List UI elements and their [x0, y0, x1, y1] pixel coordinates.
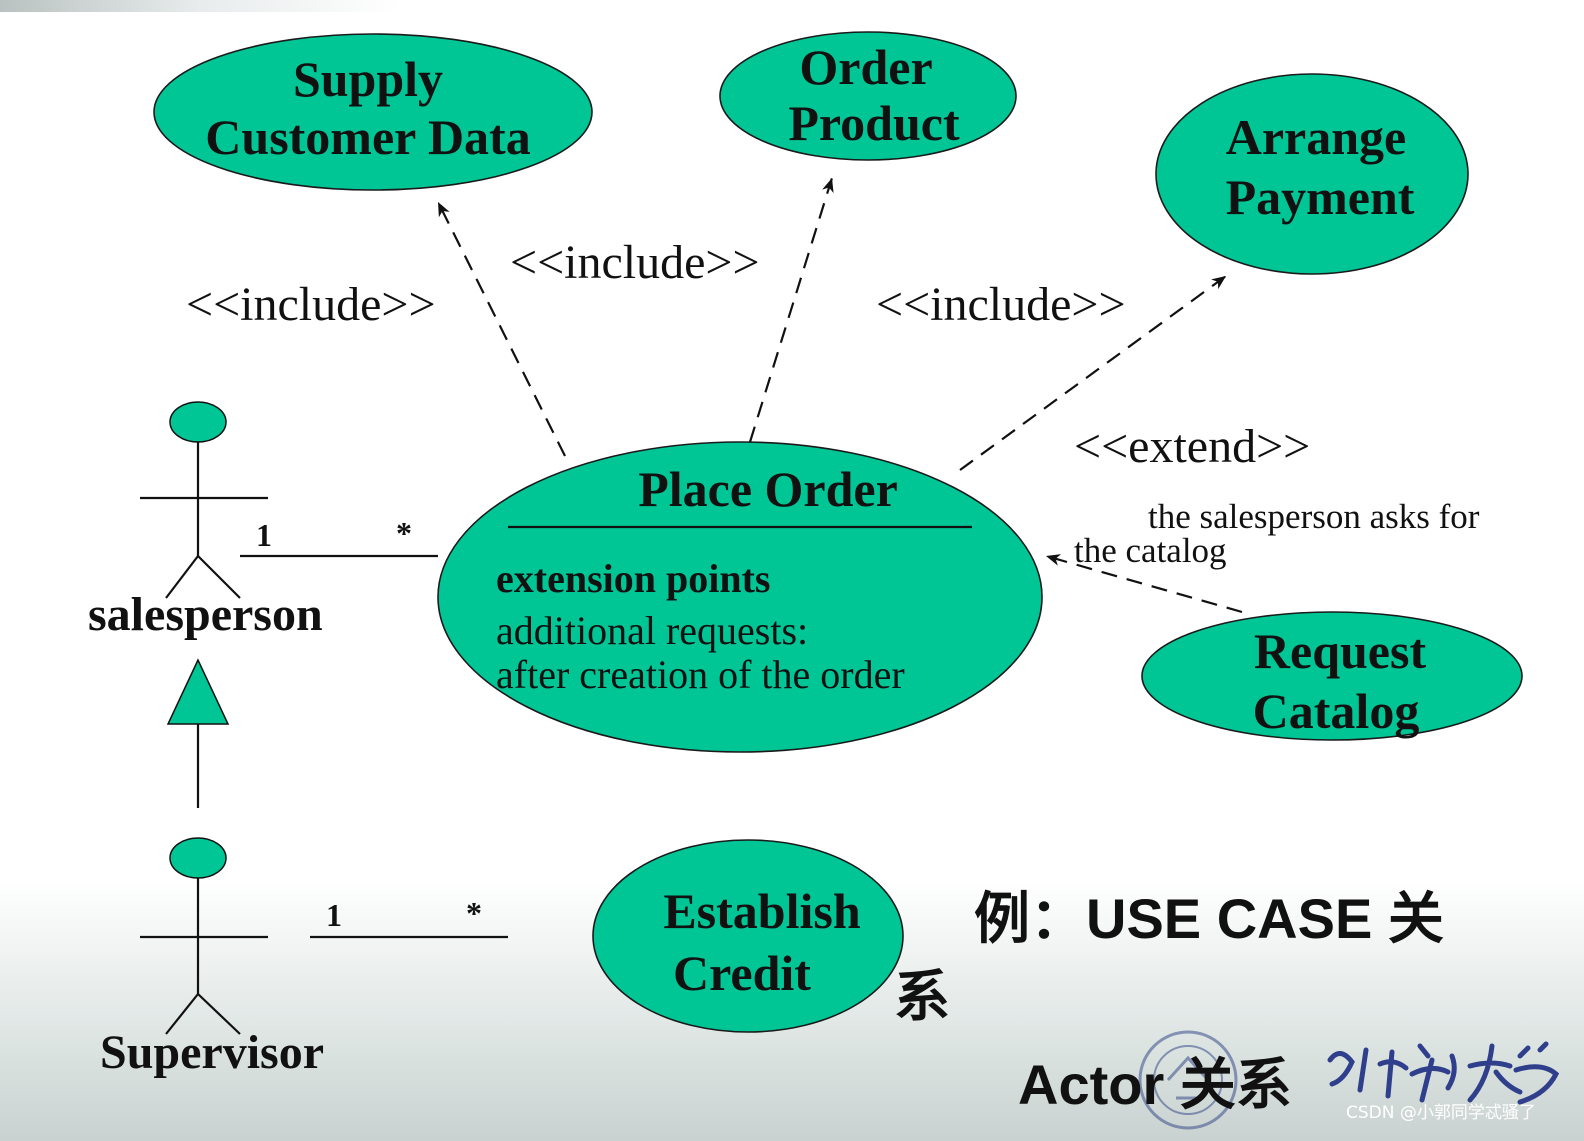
include-label-supply-customer-data: <<include>> [186, 278, 436, 331]
extension-point-line-2: after creation of the order [496, 652, 905, 697]
caption-line-1-wrap: 系 [894, 965, 950, 1028]
usecase-arrange-payment-line1: Arrange [1226, 109, 1407, 165]
usecase-place-order-title: Place Order [638, 461, 898, 517]
usecase-request-catalog-line1: Request [1254, 623, 1427, 679]
extend-arrow-request-catalog [1045, 554, 1243, 614]
top-decoration-strip [0, 0, 400, 12]
extend-label: <<extend>> [1074, 420, 1310, 473]
actor-salesperson-head [169, 401, 227, 443]
actor-salesperson[interactable]: salesperson [88, 401, 323, 641]
actor-salesperson-right-leg [197, 555, 241, 599]
caption-line-1: 例：USE CASE 关 [974, 887, 1444, 950]
include-label-arrange-payment: <<include>> [876, 278, 1126, 331]
usecase-order-product-line2: Product [788, 95, 960, 151]
actor-supervisor-right-leg [197, 993, 241, 1035]
generalization-arrowhead [166, 658, 230, 725]
actor-supervisor-head [169, 837, 227, 879]
caption-line-2: Actor 关系 [1018, 1053, 1292, 1116]
extend-condition-line-2: the catalog [1074, 531, 1227, 570]
actor-supervisor-name: Supervisor [100, 1026, 324, 1079]
usecase-supply-customer-data[interactable]: Supply Customer Data [153, 33, 593, 191]
include-arrow-order-product [748, 177, 834, 443]
usecase-order-product-line1: Order [799, 39, 932, 95]
multiplicity-supervisor-usecase: * [466, 895, 482, 931]
usecase-establish-credit-line2: Credit [673, 945, 811, 1001]
usecase-order-product[interactable]: Order Product [719, 31, 1017, 161]
include-arrow-supply-customer-data [437, 201, 566, 457]
multiplicity-salesperson-usecase: * [396, 515, 412, 551]
usecase-place-order[interactable]: Place Order extension points additional … [437, 441, 1043, 753]
extension-point-line-1: additional requests: [496, 608, 808, 653]
actor-supervisor-left-leg [165, 993, 199, 1035]
include-arrow-arrange-payment [959, 275, 1227, 471]
university-calligraphy-logo [1327, 1041, 1560, 1105]
usecase-arrange-payment-line2: Payment [1226, 169, 1415, 225]
include-label-order-product: <<include>> [510, 236, 760, 289]
actor-salesperson-name: salesperson [88, 588, 323, 641]
usecase-request-catalog[interactable]: Request Catalog [1141, 611, 1523, 741]
usecase-supply-customer-data-line2: Customer Data [205, 109, 530, 165]
usecase-request-catalog-line2: Catalog [1253, 683, 1420, 739]
actor-supervisor[interactable]: Supervisor [100, 837, 324, 1079]
usecase-establish-credit-line1: Establish [663, 883, 861, 939]
extend-condition-line-1: the salesperson asks for [1148, 497, 1480, 536]
multiplicity-salesperson-actor: 1 [256, 517, 272, 553]
actor-salesperson-left-leg [165, 555, 199, 599]
csdn-watermark: CSDN @小郭同学忒骚了 [1346, 1103, 1536, 1123]
university-seal-logo [1138, 1030, 1238, 1130]
usecase-supply-customer-data-line1: Supply [293, 51, 443, 107]
usecase-establish-credit[interactable]: Establish Credit [592, 839, 904, 1033]
multiplicity-supervisor-actor: 1 [326, 897, 342, 933]
extension-points-header: extension points [496, 556, 771, 601]
usecase-arrange-payment[interactable]: Arrange Payment [1155, 73, 1469, 275]
